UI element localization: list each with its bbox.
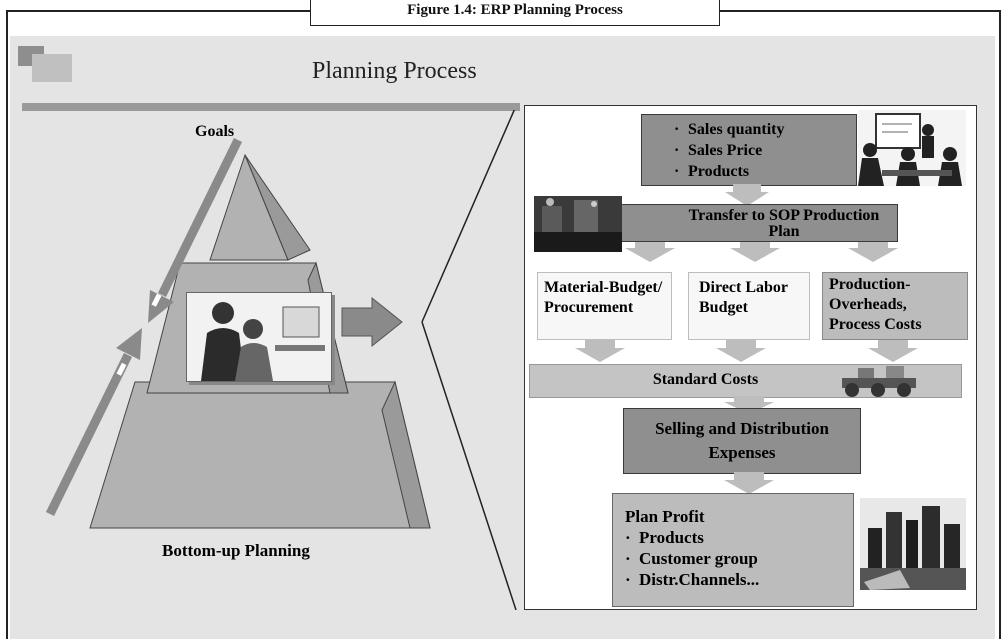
flow-arrow bbox=[716, 340, 766, 362]
plan-profit-item: Customer group bbox=[625, 548, 843, 569]
labor-budget-box: Direct Labor Budget bbox=[688, 272, 810, 340]
flow-arrow bbox=[724, 396, 774, 414]
plan-profit-item: Products bbox=[625, 527, 843, 548]
slide-title: Planning Process bbox=[312, 58, 477, 84]
flow-arrow bbox=[868, 340, 918, 362]
machinery-photo bbox=[838, 362, 920, 402]
factory-photo bbox=[534, 196, 622, 252]
flow-arrow bbox=[848, 242, 898, 262]
bottom-up-label: Bottom-up Planning bbox=[162, 541, 310, 560]
sales-item: Sales Price bbox=[674, 140, 856, 161]
flow-arrow bbox=[724, 472, 774, 494]
meeting-photo bbox=[858, 110, 966, 186]
flow-arrow bbox=[625, 242, 675, 262]
title-divider bbox=[22, 103, 520, 111]
bottom-up-arrow bbox=[45, 328, 142, 516]
city-skyline-photo bbox=[860, 498, 966, 590]
flow-arrow bbox=[575, 340, 625, 362]
office-workers-photo bbox=[186, 292, 332, 382]
goals-label: Goals bbox=[195, 123, 235, 140]
plan-profit-box: Plan Profit Products Customer group Dist… bbox=[612, 493, 854, 607]
flow-arrow bbox=[730, 242, 780, 262]
overheads-box: Production-Overheads, Process Costs bbox=[822, 272, 968, 340]
selling-distribution-box: Selling and Distribution Expenses bbox=[623, 408, 861, 474]
right-arrow bbox=[341, 296, 403, 348]
sales-item: Sales quantity bbox=[674, 119, 856, 140]
top-down-arrow bbox=[148, 138, 243, 323]
pyramid-bottom-tier bbox=[89, 381, 431, 529]
figure-caption: Figure 1.4: ERP Planning Process bbox=[310, 0, 720, 26]
flow-arrow bbox=[725, 184, 769, 206]
sop-box: Transfer to SOP Production Plan bbox=[620, 204, 898, 242]
sales-item: Products bbox=[674, 161, 856, 182]
plan-profit-item: Distr.Channels... bbox=[625, 569, 843, 590]
material-budget-box: Material-Budget/ Procurement bbox=[537, 272, 672, 340]
sales-box: Sales quantity Sales Price Products bbox=[641, 114, 857, 186]
slide-logo bbox=[18, 46, 78, 82]
plan-profit-title: Plan Profit bbox=[625, 507, 705, 526]
